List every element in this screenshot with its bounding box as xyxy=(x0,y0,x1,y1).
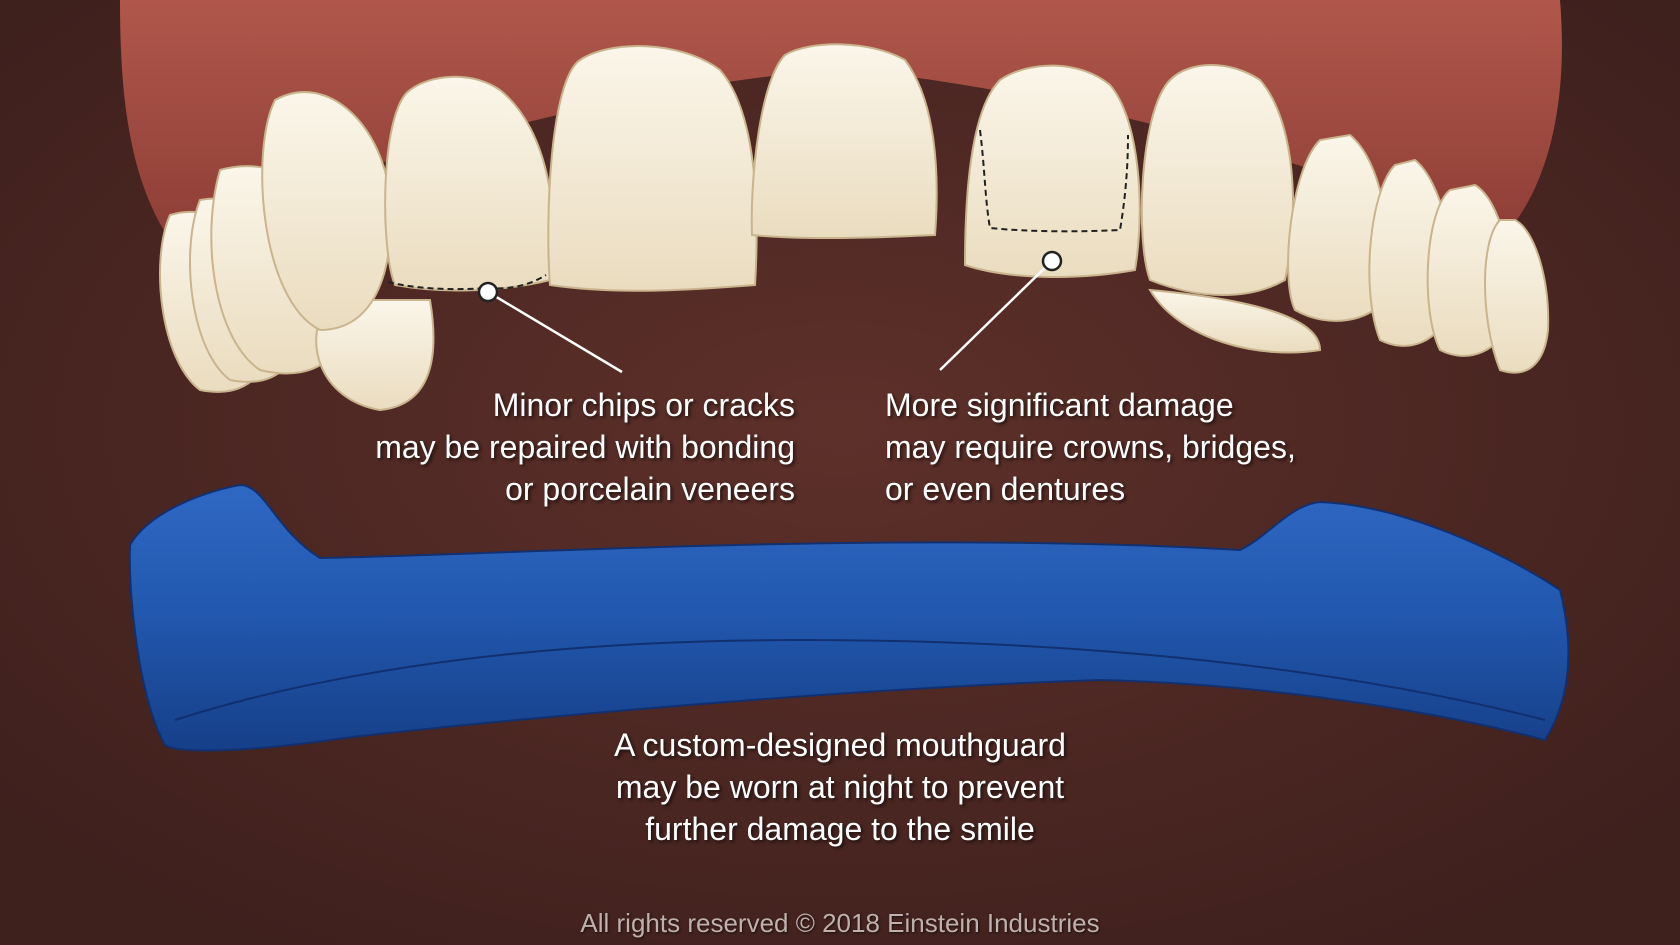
caption-mouthguard: A custom-designed mouthguard may be worn… xyxy=(0,724,1680,850)
caption-line: More significant damage xyxy=(885,387,1234,423)
caption-line: may be repaired with bonding xyxy=(375,429,795,465)
callout-pointers xyxy=(477,250,1063,374)
caption-line: further damage to the smile xyxy=(645,811,1035,847)
mouthguard xyxy=(128,483,1570,752)
teeth xyxy=(159,43,1550,412)
caption-line: may require crowns, bridges, xyxy=(885,429,1296,465)
caption-significant-damage: More significant damage may require crow… xyxy=(885,384,1296,510)
caption-line: or even dentures xyxy=(885,471,1126,507)
restoration-outlines xyxy=(387,129,1129,291)
caption-minor-damage: Minor chips or cracks may be repaired wi… xyxy=(375,384,795,510)
caption-line: or porcelain veneers xyxy=(505,471,795,507)
caption-line: Minor chips or cracks xyxy=(492,387,795,423)
caption-line: A custom-designed mouthguard xyxy=(614,727,1066,763)
caption-line: may be worn at night to prevent xyxy=(615,769,1065,805)
copyright-footer: All rights reserved © 2018 Einstein Indu… xyxy=(580,908,1100,938)
gums xyxy=(120,0,1562,240)
